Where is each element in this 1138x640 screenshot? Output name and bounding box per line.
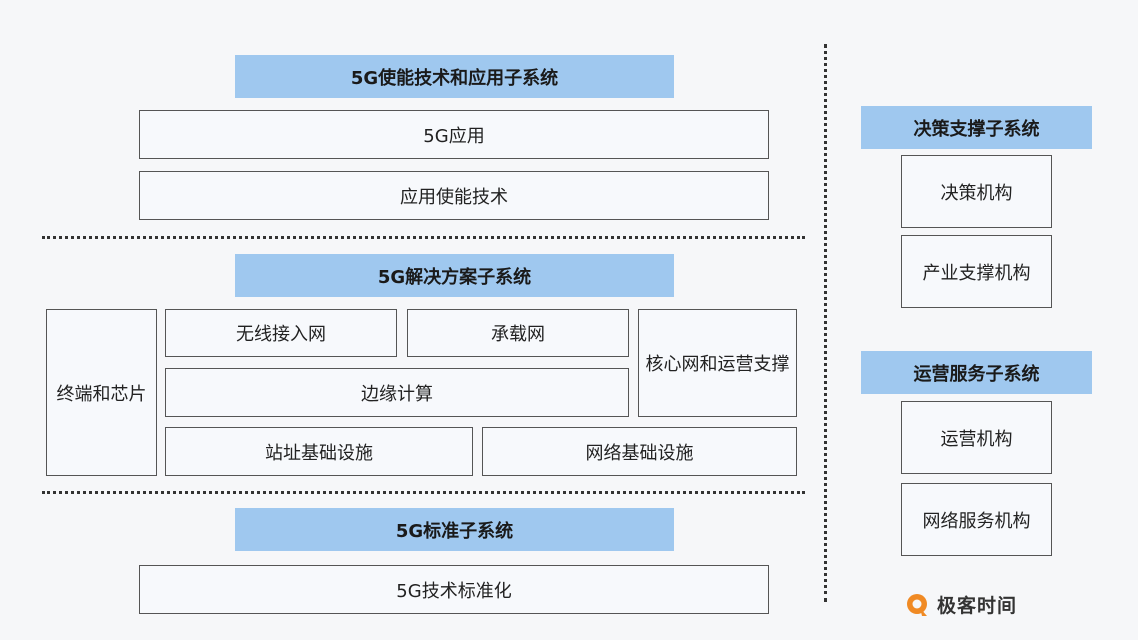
site-infra-box: 站址基础设施 xyxy=(165,427,473,476)
enabling-subsystem-header: 5G使能技术和应用子系统 xyxy=(235,55,674,98)
logo-text: 极客时间 xyxy=(937,595,1018,617)
bearer-network-box: 承载网 xyxy=(407,309,629,357)
operation-subsystem-header: 运营服务子系统 xyxy=(861,351,1092,394)
wireless-access-box: 无线接入网 xyxy=(165,309,397,357)
app-box: 5G应用 xyxy=(139,110,769,159)
geektime-logo: 极客时间 xyxy=(905,591,1017,618)
decision-org-box: 决策机构 xyxy=(901,155,1052,228)
operation-org-box: 运营机构 xyxy=(901,401,1052,474)
standard-subsystem-header: 5G标准子系统 xyxy=(235,508,674,551)
network-infra-box: 网络基础设施 xyxy=(482,427,797,476)
terminal-chip-box: 终端和芯片 xyxy=(46,309,157,476)
section-divider-1 xyxy=(42,236,805,239)
section-divider-2 xyxy=(42,491,805,494)
standardization-box: 5G技术标准化 xyxy=(139,565,769,614)
core-network-box: 核心网和运营支撑 xyxy=(638,309,797,417)
industry-support-org-box: 产业支撑机构 xyxy=(901,235,1052,308)
app-enabling-box: 应用使能技术 xyxy=(139,171,769,220)
solution-subsystem-header: 5G解决方案子系统 xyxy=(235,254,674,297)
decision-subsystem-header: 决策支撑子系统 xyxy=(861,106,1092,149)
column-divider xyxy=(824,44,827,602)
edge-computing-box: 边缘计算 xyxy=(165,368,629,417)
geektime-logo-icon xyxy=(907,593,927,616)
network-service-org-box: 网络服务机构 xyxy=(901,483,1052,556)
